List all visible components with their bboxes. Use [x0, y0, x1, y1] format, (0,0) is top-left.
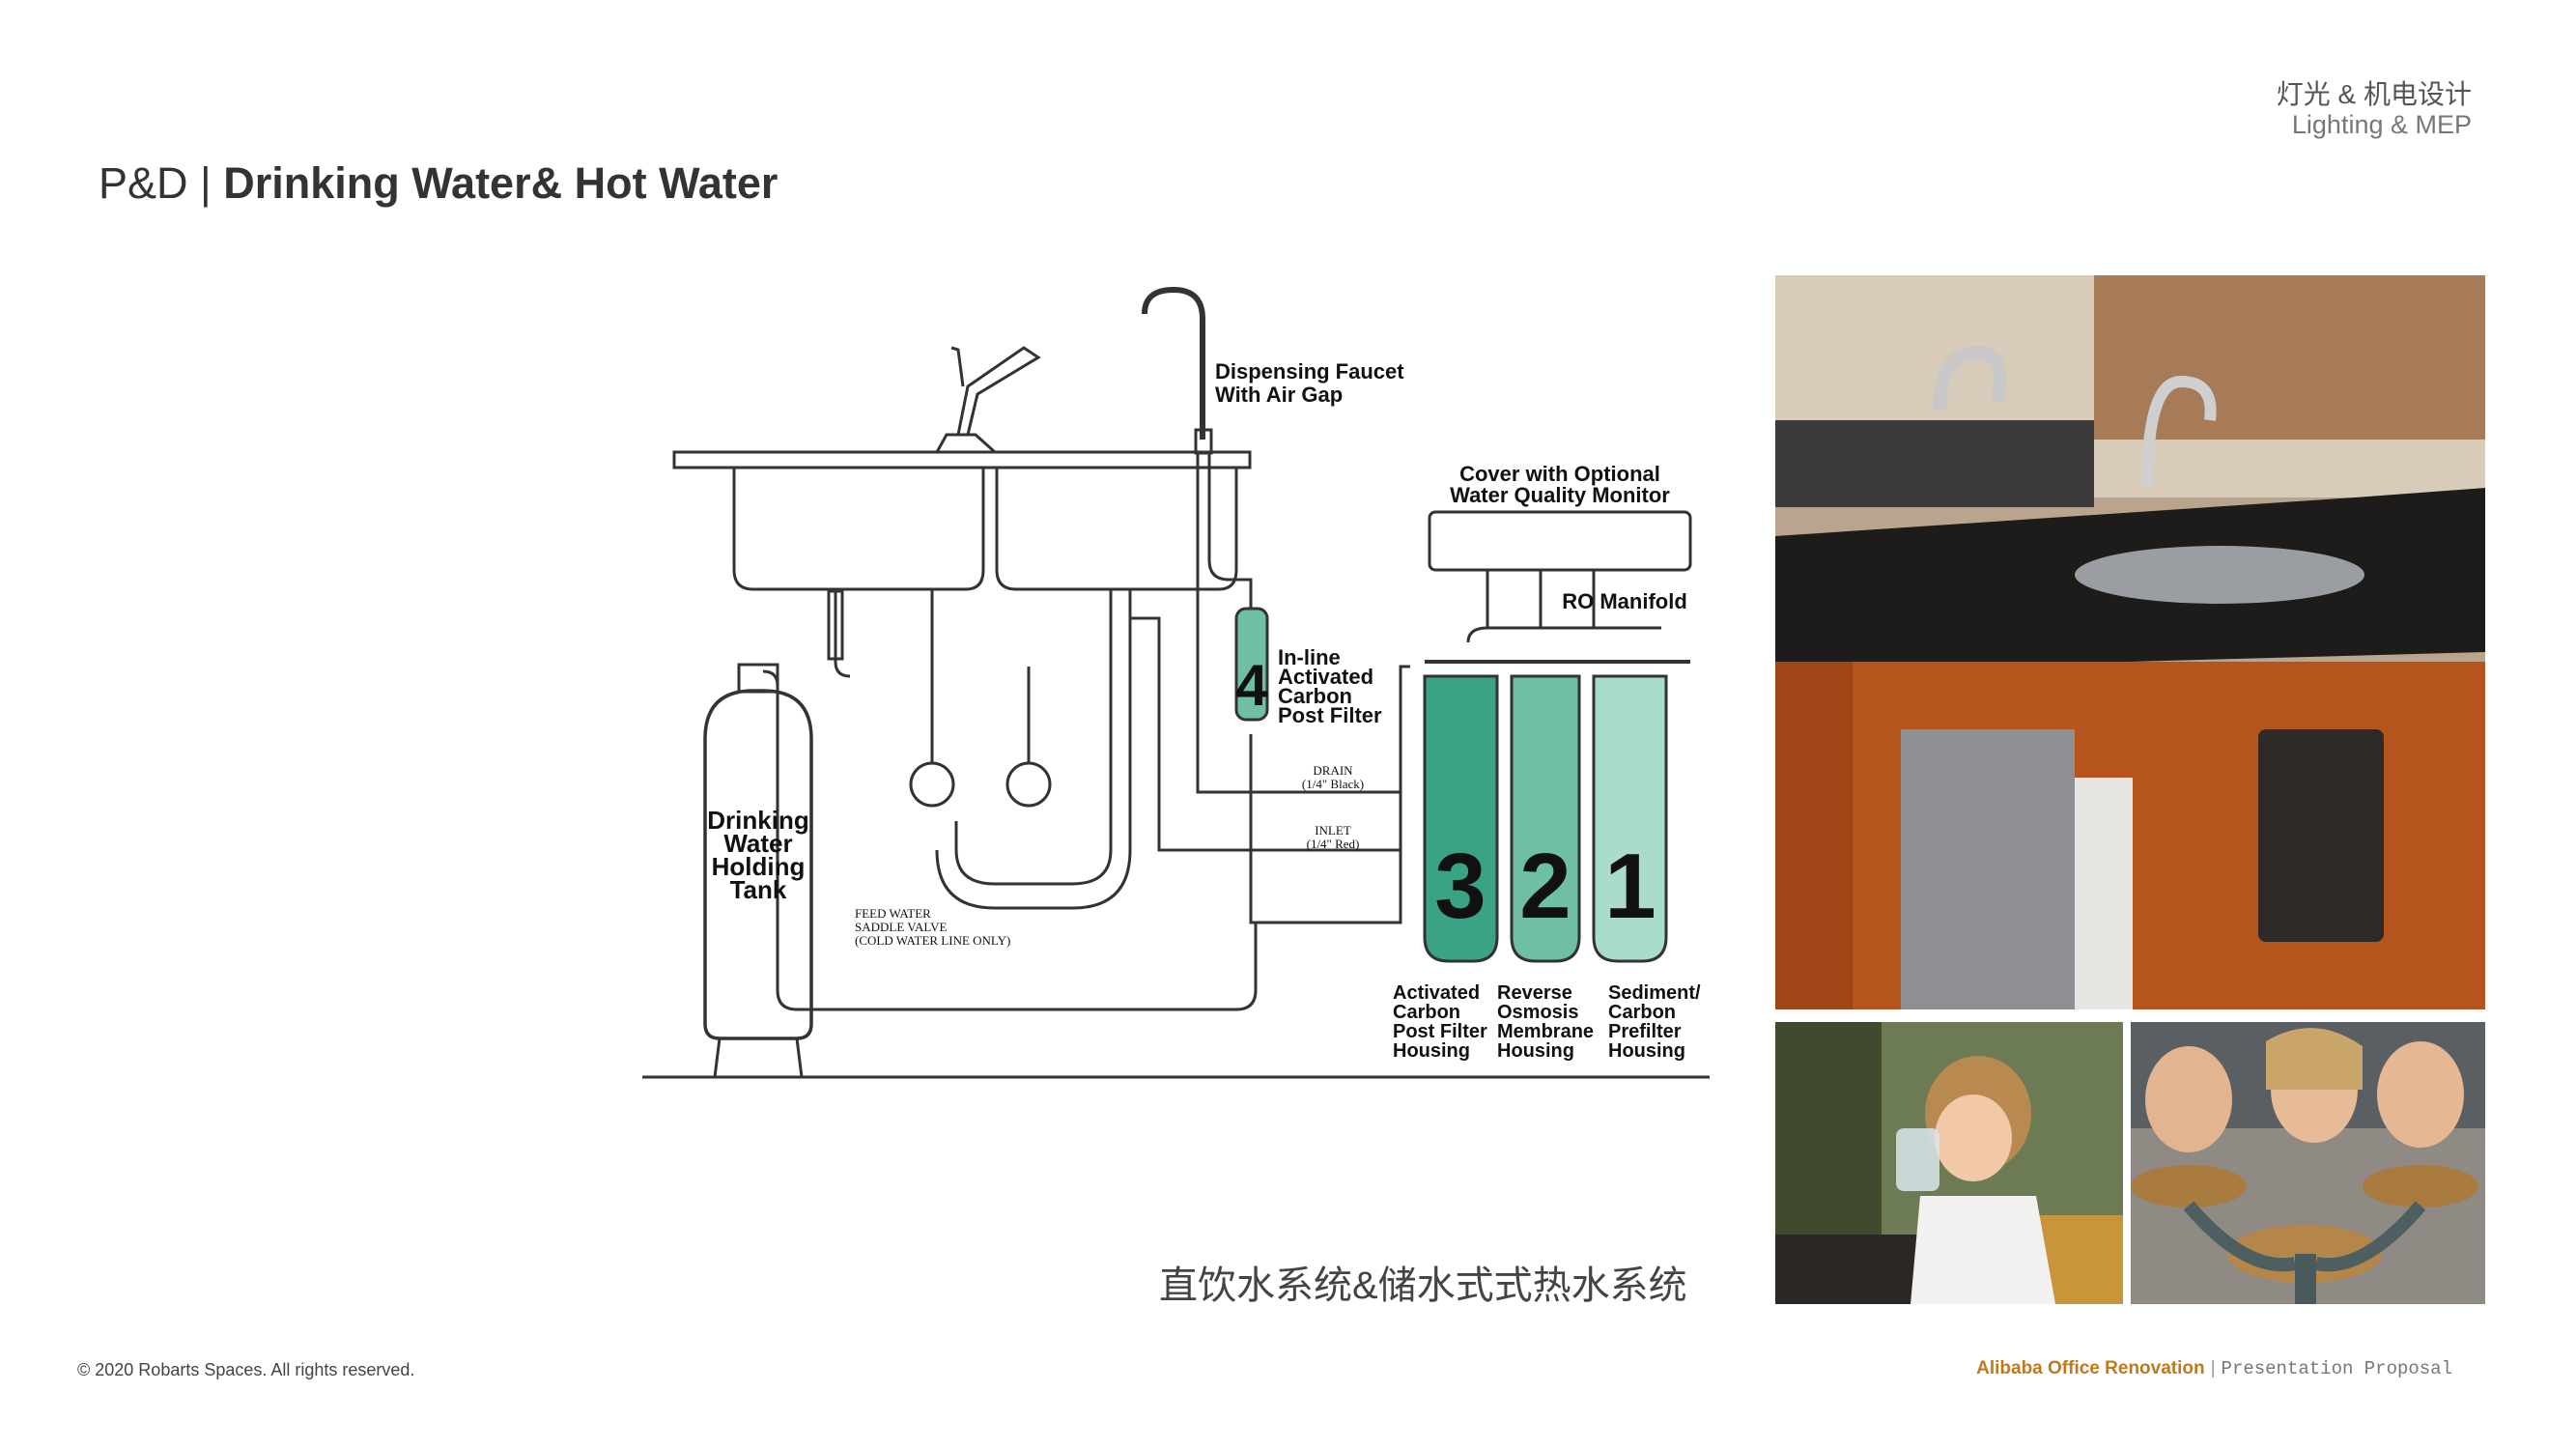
drinking-fountain-photo	[2131, 1022, 2485, 1304]
label-inline-1: In-line	[1278, 645, 1341, 669]
filter-number-1: 1	[1604, 835, 1656, 938]
faucet-air-gap	[1194, 428, 1213, 455]
sink-faucet-handle	[956, 346, 1041, 436]
inlet-tube	[1130, 616, 1401, 852]
label-f1-4: Housing	[1608, 1040, 1685, 1062]
cover-posts	[1486, 570, 1596, 628]
label-f1-2: Carbon	[1608, 1002, 1676, 1023]
label-f3-2: Carbon	[1393, 1002, 1460, 1023]
page-title-prefix: P&D |	[99, 158, 224, 208]
footer-project-name: Alibaba Office Renovation	[1976, 1358, 2205, 1378]
footer-separator: |	[2210, 1358, 2216, 1378]
label-f2-1: Reverse	[1497, 982, 1572, 1004]
label-inline-3: Carbon	[1278, 684, 1352, 708]
label-inlet-2: (1/4" Red)	[1307, 837, 1360, 851]
sink-basin-left	[732, 468, 985, 591]
shutoff-valve-left	[909, 761, 955, 808]
child-drinking-photo	[1775, 1022, 2123, 1304]
label-f1-3: Prefilter	[1608, 1021, 1682, 1042]
p-trap	[954, 589, 1113, 886]
tank-valve	[737, 663, 779, 694]
label-feed-1: FEED WATER	[855, 906, 931, 921]
filter-number-3: 3	[1434, 835, 1486, 938]
label-tank-3: Holding	[712, 852, 806, 881]
page-title-main: Drinking Water& Hot Water	[223, 158, 778, 208]
kitchen-hot-water-photo	[1775, 275, 2485, 1009]
filter-housing-3	[1423, 674, 1499, 963]
sink-basin-right	[995, 468, 1238, 591]
page-title: P&D | Drinking Water& Hot Water	[99, 158, 778, 209]
post-filter-tube	[1249, 665, 1410, 924]
dispensing-faucet	[1142, 286, 1205, 440]
label-inline-2: Activated	[1278, 665, 1373, 689]
manifold-tube	[1466, 626, 1661, 643]
p-trap-outer	[935, 589, 1132, 910]
label-f2-4: Housing	[1497, 1040, 1574, 1062]
filter-number-2: 2	[1519, 835, 1571, 938]
label-faucet-1: Dispensing Faucet	[1215, 359, 1404, 384]
label-f3-4: Housing	[1393, 1040, 1470, 1062]
label-cover-1: Cover with Optional	[1459, 462, 1660, 486]
faucet-tube	[1207, 454, 1253, 609]
label-drain-1: DRAIN	[1313, 763, 1353, 778]
header-category-en: Lighting & MEP	[2291, 110, 2472, 139]
tank-legs	[713, 1037, 804, 1078]
label-f2-3: Membrane	[1497, 1021, 1594, 1042]
filter-cover	[1428, 510, 1692, 572]
sink-faucet-lever	[950, 346, 965, 387]
inline-post-filter	[1234, 607, 1269, 722]
label-f2-2: Osmosis	[1497, 1002, 1578, 1023]
shutoff-valve-right	[1005, 761, 1052, 808]
countertop	[672, 450, 1252, 469]
label-inline-4: Post Filter	[1278, 703, 1382, 727]
ro-system-diagram: 3 2 1 4 Dispensing Faucet With Air Gap C…	[642, 286, 1710, 1079]
drain-left	[834, 589, 851, 678]
filter-housing-2	[1510, 674, 1581, 963]
label-cover-2: Water Quality Monitor	[1450, 483, 1670, 507]
header-category-cn: 灯光 & 机电设计	[2276, 79, 2472, 109]
label-f3-1: Activated	[1393, 982, 1480, 1004]
label-tank-1: Drinking	[707, 806, 808, 835]
label-faucet-2: With Air Gap	[1215, 383, 1343, 407]
sink-faucet-base	[935, 433, 997, 454]
label-manifold: RO Manifold	[1562, 589, 1687, 613]
filter-housing-1	[1592, 674, 1668, 963]
label-feed-3: (COLD WATER LINE ONLY)	[855, 933, 1010, 948]
holding-tank	[703, 689, 813, 1040]
label-feed-2: SADDLE VALVE	[855, 920, 948, 934]
drain-stub	[827, 589, 844, 661]
label-tank-2: Water	[723, 829, 792, 858]
label-f3-3: Post Filter	[1393, 1021, 1487, 1042]
label-inlet-1: INLET	[1315, 823, 1351, 838]
drain-tube	[1196, 454, 1401, 794]
label-drain-2: (1/4" Black)	[1302, 777, 1364, 791]
label-tank-4: Tank	[730, 875, 787, 904]
inline-filter-number: 4	[1235, 653, 1268, 718]
photo-caption: 直饮水系统&储水式式热水系统	[1159, 1264, 1687, 1307]
footer-doc-type: Presentation Proposal	[2221, 1358, 2452, 1379]
tank-tube	[762, 669, 1258, 1011]
footer-project: Alibaba Office Renovation|Presentation P…	[1976, 1358, 2452, 1379]
label-f1-1: Sediment/	[1608, 982, 1701, 1004]
footer-copyright: © 2020 Robarts Spaces. All rights reserv…	[77, 1360, 415, 1379]
